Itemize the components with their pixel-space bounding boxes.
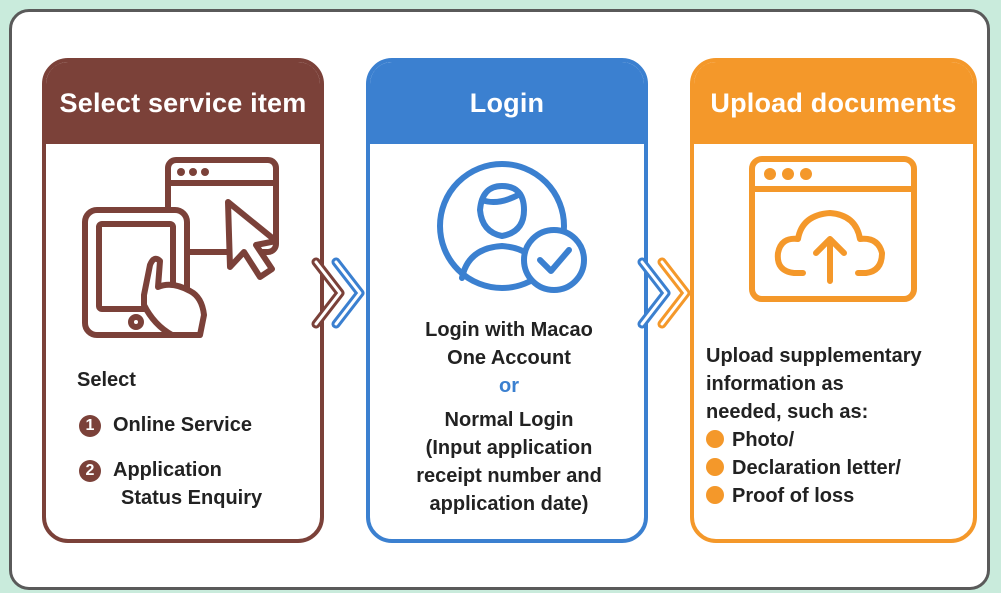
user-verified-icon bbox=[437, 161, 587, 293]
step-card-login: Login bbox=[366, 58, 648, 543]
bullet-dot bbox=[706, 486, 724, 504]
upload-line: Upload supplementary bbox=[706, 345, 922, 367]
bullet-item: Proof of loss bbox=[706, 482, 971, 510]
bullet-item: Photo/ bbox=[706, 426, 971, 454]
step-title-upload: Upload documents bbox=[694, 62, 973, 144]
login-line: application date) bbox=[429, 493, 589, 515]
cloud-upload-window-icon bbox=[749, 156, 917, 302]
bullet-label: Photo/ bbox=[732, 429, 795, 451]
bullet-item: Declaration letter/ bbox=[706, 454, 971, 482]
upload-description: Upload supplementary information as need… bbox=[706, 342, 971, 510]
bullet-label: Proof of loss bbox=[732, 485, 855, 507]
select-intro: Select bbox=[77, 369, 136, 391]
option-status-enquiry: 2 Application Status Enquiry bbox=[79, 456, 262, 512]
option-label-line1: Application bbox=[113, 459, 222, 481]
option-label-line2: Status Enquiry bbox=[121, 487, 263, 509]
step-title-select-service: Select service item bbox=[46, 62, 320, 144]
login-line: (Input application bbox=[425, 437, 593, 459]
login-line: Normal Login bbox=[444, 409, 574, 431]
option-label: Online Service bbox=[113, 414, 252, 436]
login-line: receipt number and bbox=[416, 465, 602, 487]
chevron-right-icon bbox=[311, 257, 365, 329]
chevron-right-icon bbox=[637, 257, 691, 329]
upload-line: needed, such as: bbox=[706, 401, 869, 423]
option-number-1: 1 bbox=[79, 414, 101, 437]
bullet-dot bbox=[706, 430, 724, 448]
tablet-browser-click-icon bbox=[82, 157, 279, 338]
bullet-label: Declaration letter/ bbox=[732, 457, 901, 479]
option-online-service: 1 Online Service bbox=[79, 411, 252, 439]
login-line: One Account bbox=[447, 347, 571, 369]
upload-line: information as bbox=[706, 373, 844, 395]
login-description: Login with Macao One Account or Normal L… bbox=[370, 316, 648, 518]
bullet-dot bbox=[706, 458, 724, 476]
step-title-login: Login bbox=[370, 62, 644, 144]
option-number-2: 2 bbox=[79, 459, 101, 482]
login-or: or bbox=[499, 375, 519, 397]
login-line: Login with Macao bbox=[425, 319, 593, 341]
